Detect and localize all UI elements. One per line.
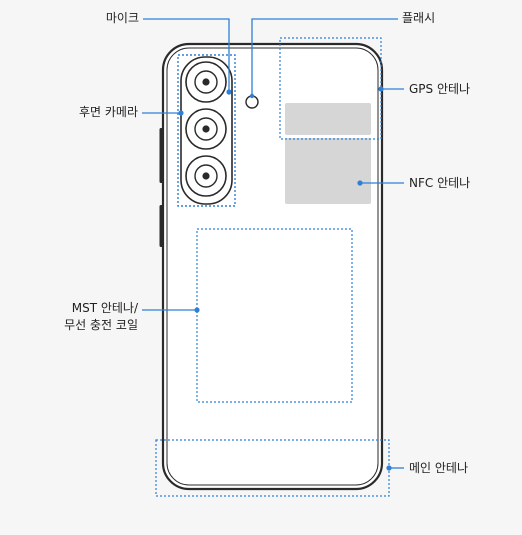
gps-marker bbox=[378, 86, 384, 92]
label-flash: 플래시 bbox=[402, 11, 436, 25]
label-gps-antenna: GPS 안테나 bbox=[409, 82, 471, 96]
rear-camera-highlight bbox=[177, 54, 236, 207]
rear-camera-marker bbox=[178, 110, 184, 116]
flash-leader-line bbox=[251, 18, 398, 96]
mst-marker bbox=[194, 307, 200, 313]
nfc-marker bbox=[357, 180, 363, 186]
gps-antenna-outline bbox=[279, 37, 382, 140]
camera-lens-3 bbox=[185, 155, 227, 197]
label-nfc-antenna: NFC 안테나 bbox=[409, 176, 471, 190]
flash-marker bbox=[249, 93, 255, 99]
label-mst-line1: MST 안테나/ bbox=[71, 301, 138, 315]
main-antenna-marker bbox=[386, 465, 392, 471]
label-rear-camera: 후면 카메라 bbox=[78, 105, 138, 119]
camera-lens-1 bbox=[185, 61, 227, 103]
gps-antenna-area bbox=[285, 103, 371, 135]
label-mst-line2: 무선 충전 코일 bbox=[64, 318, 138, 332]
mic-leader-line bbox=[143, 18, 230, 92]
label-main-antenna: 메인 안테나 bbox=[409, 461, 469, 475]
label-mic: 마이크 bbox=[105, 11, 139, 25]
mic-marker bbox=[226, 89, 232, 95]
mst-coil-outline bbox=[196, 228, 353, 403]
nfc-antenna-area bbox=[285, 138, 371, 204]
phone-body-inner bbox=[166, 47, 379, 486]
camera-lens-2 bbox=[185, 108, 227, 150]
